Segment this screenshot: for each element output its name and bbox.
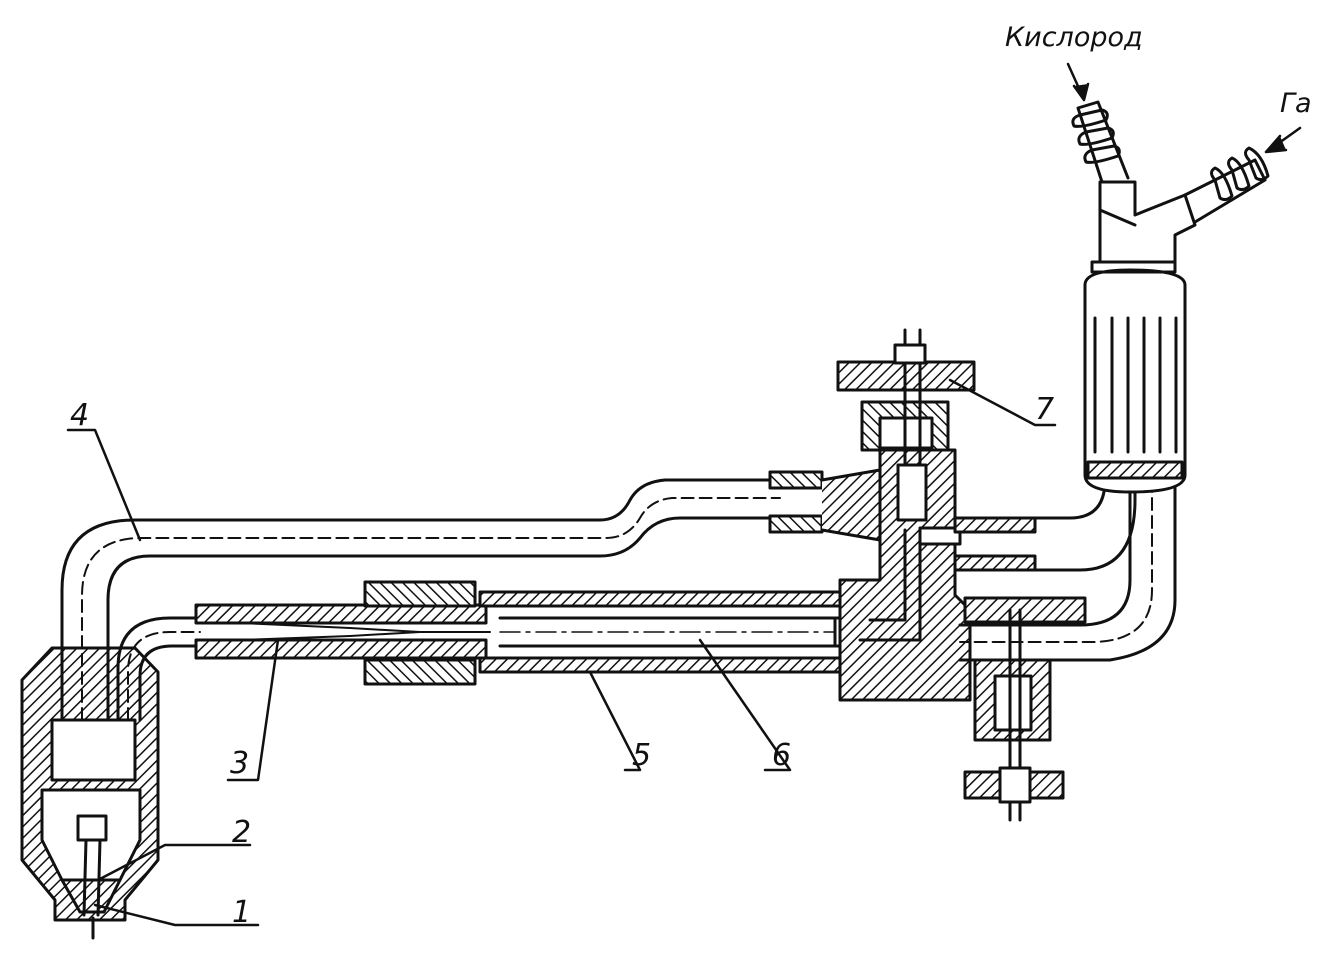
oxygen-label: Кислород [1005,22,1143,53]
callout-1: 1 [232,895,252,930]
oxygen-arrow-head [1072,82,1090,102]
oxygen-nipple [1071,100,1130,184]
injector-body [194,580,491,686]
leader-1 [93,903,260,927]
callout-7: 7 [1035,392,1055,427]
leader-lines [66,378,1057,927]
callout-6: 6 [772,738,792,773]
y-branch [1071,100,1270,264]
pipe-coupling [768,468,882,542]
leader-4 [66,428,142,542]
inflow-arrows [1066,62,1302,154]
handle [1083,260,1187,494]
leader-5 [588,670,642,772]
leader-2 [96,843,252,882]
callout-3: 3 [230,746,250,781]
leader-6 [698,638,792,772]
mixing-tube [478,590,882,674]
gas-nipple [1183,146,1270,224]
callout-2: 2 [232,815,252,850]
gas-label: Га [1280,88,1312,119]
upper-pipe [60,478,782,722]
leader-3 [226,638,280,782]
lower-pipe [116,616,202,722]
feed-tubes [953,478,1177,662]
gas-arrow-head [1264,134,1288,154]
nozzle-head [20,646,160,940]
callout-5: 5 [632,738,652,773]
callout-4: 4 [70,398,90,433]
leader-7 [948,378,1057,427]
lower-valve [963,608,1065,822]
